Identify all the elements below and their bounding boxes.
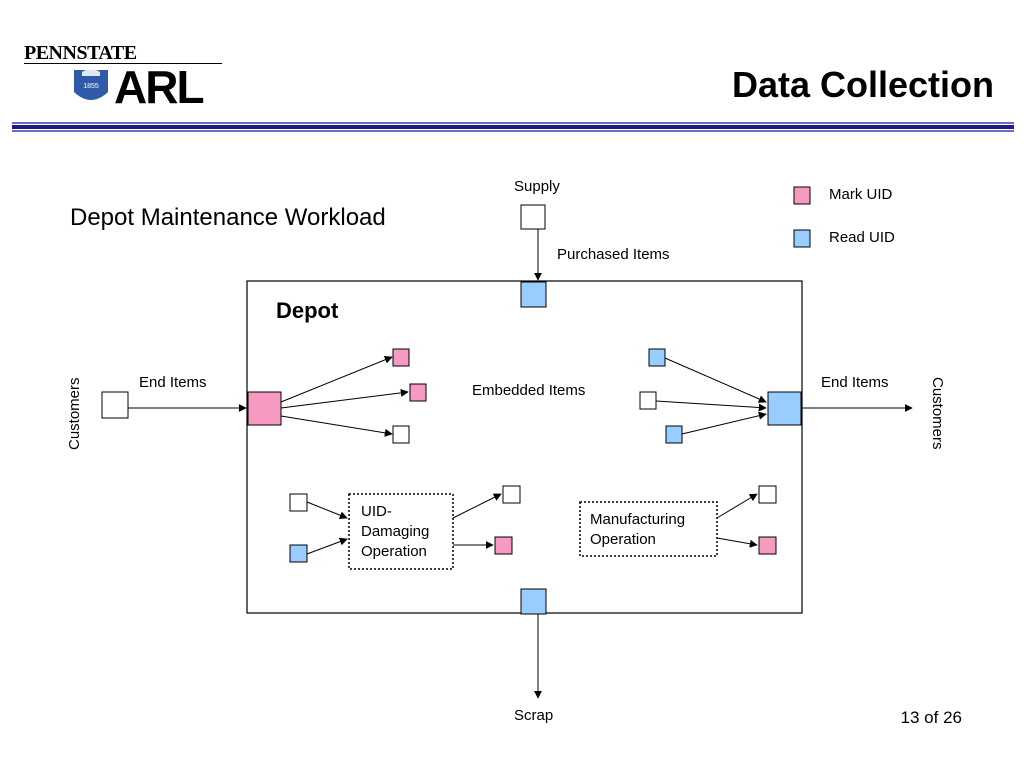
collect-arrow-3	[681, 411, 767, 435]
header-rule-bottom	[12, 130, 1014, 132]
uid-damage-output-mark	[494, 536, 513, 555]
manufacturing-label-line2: Operation	[590, 531, 656, 548]
manufacturing-label-line1: Manufacturing	[590, 511, 686, 528]
depot-box	[246, 280, 803, 614]
legend-read-label: Read UID	[829, 229, 895, 246]
pennstate-logo-text: PENNSTATE	[24, 42, 137, 64]
slide-subtitle: Depot Maintenance Workload	[70, 204, 386, 231]
customers-left-label: Customers	[66, 377, 83, 450]
scrap-read-node	[520, 588, 547, 615]
embedded-arrow-3	[280, 415, 393, 437]
embedded-arrow-1	[280, 355, 393, 403]
uid-damage-in-arrow-2	[306, 537, 348, 555]
arl-logo-text: ARL	[114, 61, 205, 113]
purchased-items-label: Purchased Items	[557, 246, 670, 263]
legend-mark-label: Mark UID	[829, 186, 893, 203]
end-item-mark-node	[247, 391, 282, 426]
header-rule-main	[12, 125, 1014, 129]
uid-damage-input-plain	[289, 493, 308, 512]
manufacturing-operation-box	[579, 501, 718, 557]
embedded-arrow-2	[280, 388, 409, 409]
embedded-plain-node-1	[392, 425, 410, 444]
end-items-right-label: End Items	[821, 374, 889, 391]
supply-read-node	[520, 281, 547, 308]
embedded-mark-node-1	[392, 348, 410, 367]
manufacturing-output-mark	[758, 536, 777, 555]
logo-divider	[24, 63, 222, 64]
uid-damaging-label-line2: Damaging	[361, 523, 430, 540]
uid-damaging-label-line1: UID-	[361, 503, 392, 520]
uid-damaging-label-line3: Operation	[361, 543, 427, 560]
end-item-read-node	[767, 391, 802, 426]
embedded-items-label: Embedded Items	[472, 382, 586, 399]
collect-arrow-1	[664, 357, 767, 403]
supply-node	[520, 204, 546, 230]
embedded-mark-node-2	[409, 383, 427, 402]
embedded-read-node-2	[665, 425, 683, 444]
uid-damage-output-plain	[502, 485, 521, 504]
depot-label: Depot	[276, 298, 339, 323]
collect-arrow-2	[655, 400, 767, 412]
uid-damage-input-read	[289, 544, 308, 563]
legend-mark-swatch	[793, 186, 811, 205]
manufacturing-out-arrow-2	[716, 537, 758, 548]
supply-label: Supply	[514, 178, 560, 195]
page-number: 13 of 26	[900, 708, 962, 727]
uid-damage-out-arrow-1	[452, 493, 502, 519]
legend-read-swatch	[793, 229, 811, 248]
slide-title: Data Collection	[731, 64, 994, 105]
uid-damaging-operation-box	[348, 493, 454, 570]
uid-damage-in-arrow-1	[306, 501, 348, 520]
manufacturing-output-plain	[758, 485, 777, 504]
end-items-left-label: End Items	[139, 374, 207, 391]
customers-right-label: Customers	[929, 377, 946, 450]
embedded-plain-node-2	[639, 391, 657, 410]
manufacturing-out-arrow-1	[716, 493, 758, 519]
embedded-read-node-1	[648, 348, 666, 367]
scrap-label: Scrap	[514, 707, 554, 724]
customer-left-node	[101, 391, 129, 419]
header-rule-top	[12, 122, 1014, 124]
